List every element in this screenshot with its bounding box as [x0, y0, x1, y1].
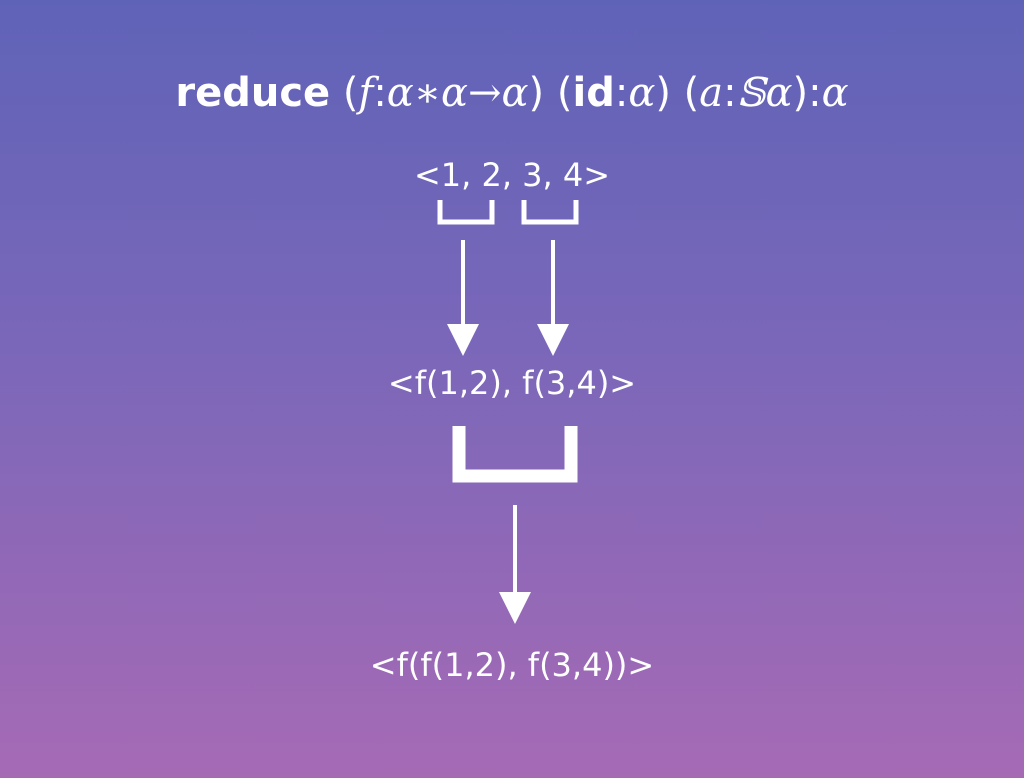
close-paren-2: ) — [655, 70, 671, 116]
param-id-type: α — [628, 70, 656, 116]
close-paren-1: ) — [528, 70, 545, 116]
reduce-signature: reduce (f:α∗α→α) (id:α) (a:𝕊α):α — [0, 70, 1024, 116]
input-sequence: <1, 2, 3, 4> — [413, 156, 611, 194]
colon-3: : — [723, 70, 737, 116]
open-paren-3: ( — [683, 70, 700, 116]
colon-1: : — [373, 70, 387, 116]
param-id-name: id — [572, 70, 615, 116]
function-name: reduce — [175, 70, 331, 116]
open-paren-2: ( — [556, 70, 573, 116]
intermediate-sequence: <f(1,2), f(3,4)> — [387, 364, 637, 402]
close-paren-3: ) — [792, 70, 809, 116]
return-type: α — [821, 70, 849, 116]
param-f-type: α∗α→α — [386, 70, 529, 116]
colon-2: : — [614, 70, 629, 116]
param-a-name: a — [699, 70, 724, 116]
pair-bracket-right — [521, 200, 579, 225]
pair-bracket-left — [437, 200, 495, 225]
open-paren-1: ( — [342, 70, 359, 116]
result-sequence: <f(f(1,2), f(3,4))> — [369, 646, 655, 684]
combine-bracket — [452, 426, 578, 483]
colon-4: : — [808, 70, 822, 116]
param-f-name: f — [358, 70, 374, 116]
param-a-type: 𝕊α — [736, 70, 793, 116]
